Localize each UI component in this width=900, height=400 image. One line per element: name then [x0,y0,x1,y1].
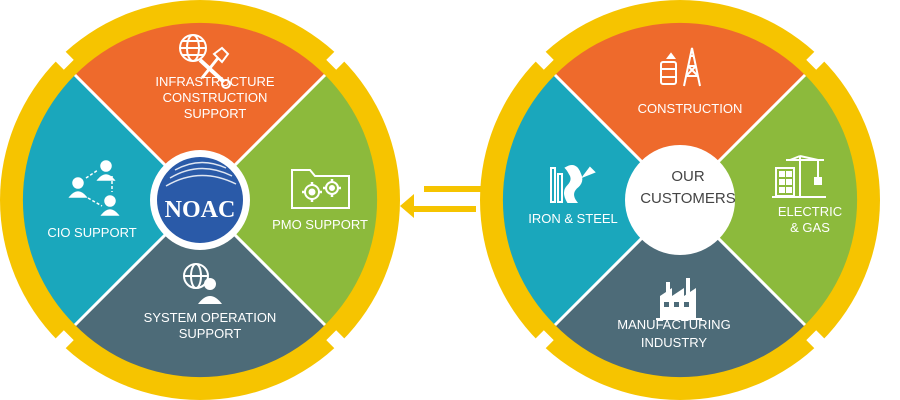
right-wheel: OUR CUSTOMERS [480,0,880,400]
cio-support-label: CIO SUPPORT [47,225,136,240]
steel-tools-icon [550,165,596,203]
label-line: ELECTRIC [778,204,842,219]
label-line: MANUFACTURING [617,317,730,332]
left-wheel: NOAC [0,0,400,400]
factory-icon [656,278,702,320]
segment-right [200,75,378,325]
label-line: CUSTOMERS [640,190,736,207]
crane-building-icon [772,155,826,198]
ring-notch [326,44,352,70]
logo-text: NOAC [165,197,236,223]
ring-notch [528,330,554,356]
ring-notch [806,44,832,70]
globe-user-icon [183,263,222,304]
electric-gas-label: ELECTRIC& GAS [778,204,842,235]
label-line: IRON & STEEL [528,211,618,226]
our-customers-label: OUR CUSTOMERS [640,168,736,207]
label-line: SYSTEM OPERATION [144,310,277,325]
segment-top [555,22,805,201]
label-line: SUPPORT [179,326,242,341]
ring-notch [48,330,74,356]
label-line: INDUSTRY [641,335,708,350]
globe-wrench-icon [179,34,231,89]
ring-notch [326,330,352,356]
ring-notch [806,330,832,356]
center-circle [625,145,735,255]
folder-gears-icon [291,169,350,209]
label-line: PMO SUPPORT [272,217,368,232]
pmo-support-label: PMO SUPPORT [272,217,368,232]
segment-right [680,75,858,325]
label-line: OUR [671,168,705,185]
segment-bottom [555,200,805,378]
manufacturing-industry-label: MANUFACTURING INDUSTRY [617,317,730,350]
logo-swoosh [165,161,237,187]
ring-notch [528,44,554,70]
label-line: & GAS [790,220,830,235]
segment-bottom [75,200,325,378]
construction-label: CONSTRUCTION [638,101,743,116]
segment-left [502,75,680,325]
people-network-icon [68,160,120,216]
iron-steel-label: IRON & STEEL [528,211,618,226]
segment-top [75,22,325,201]
label-line: CONSTRUCTION [163,90,268,105]
oil-derrick-icon [660,47,701,87]
label-line: SUPPORT [184,106,247,121]
ring-notch [48,44,74,70]
label-line: CIO SUPPORT [47,225,136,240]
label-line: CONSTRUCTION [638,101,743,116]
label-line: INFRASTRUCTURE [155,74,274,89]
